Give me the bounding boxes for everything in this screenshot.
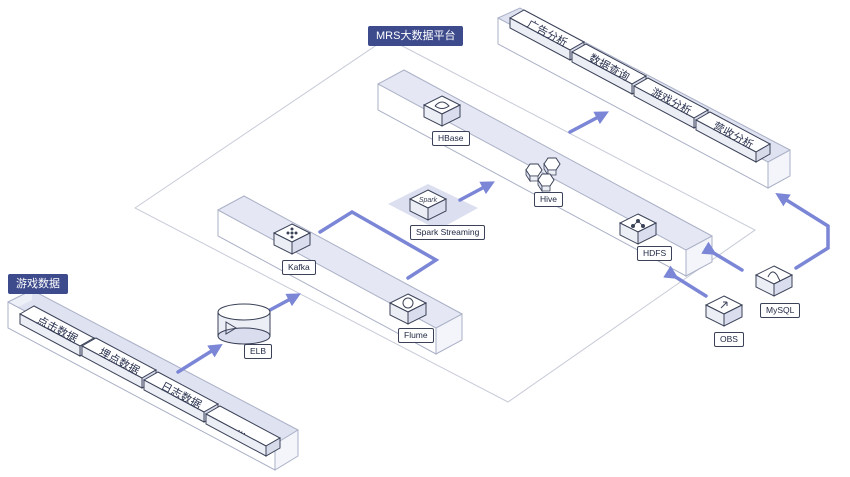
obs-arrow-icon — [720, 301, 728, 309]
kafka-node — [272, 223, 312, 255]
hdfs-label: HDFS — [637, 246, 673, 261]
flume-label: Flume — [398, 328, 434, 343]
hbase-node — [422, 95, 462, 127]
flume-icon — [402, 297, 414, 309]
hbase-label: HBase — [432, 131, 470, 146]
flow-hdfs-obs — [663, 265, 708, 298]
connections — [176, 111, 830, 374]
hbase-icon — [434, 101, 450, 109]
mysql-label: MySQL — [760, 303, 801, 318]
kafka-icon — [286, 227, 298, 239]
obs-node — [704, 295, 744, 327]
spark-streaming-node: Spark — [408, 189, 448, 221]
mysql-node — [754, 265, 794, 297]
spark-streaming-label: Spark Streaming — [410, 225, 486, 240]
hdfs-node — [618, 213, 658, 245]
flume-node — [388, 293, 428, 325]
ingestion-tray — [217, 195, 463, 355]
flow-storage-to-apps — [568, 111, 609, 134]
elb-label: ELB — [244, 344, 273, 359]
spark-logo-icon: Spark — [419, 197, 438, 204]
flow-spark-to-hive — [458, 181, 495, 202]
app-plate-3: 游戏分析 — [632, 77, 710, 129]
source-plate-1: 点击数据 — [18, 305, 96, 357]
flow-kafka-to-spark — [318, 209, 440, 280]
flow-source-to-elb — [176, 344, 223, 374]
hive-node — [525, 157, 561, 193]
elb-play-icon — [225, 321, 237, 335]
game-data-title: 游戏数据 — [8, 274, 68, 294]
kafka-label: Kafka — [282, 260, 316, 275]
source-plate-4: ... — [204, 405, 282, 457]
mrs-platform-outline — [134, 37, 756, 403]
hive-label: Hive — [534, 192, 564, 207]
mrs-platform-title: MRS大数据平台 — [368, 26, 464, 46]
flow-mysql-to-apps — [775, 193, 830, 270]
flow-hdfs-mysql — [701, 241, 744, 272]
mysql-icon — [767, 271, 781, 282]
elb-node — [217, 303, 271, 345]
flow-elb-to-kafka — [268, 293, 301, 312]
hdfs-icon — [631, 219, 645, 228]
obs-label: OBS — [714, 332, 744, 347]
